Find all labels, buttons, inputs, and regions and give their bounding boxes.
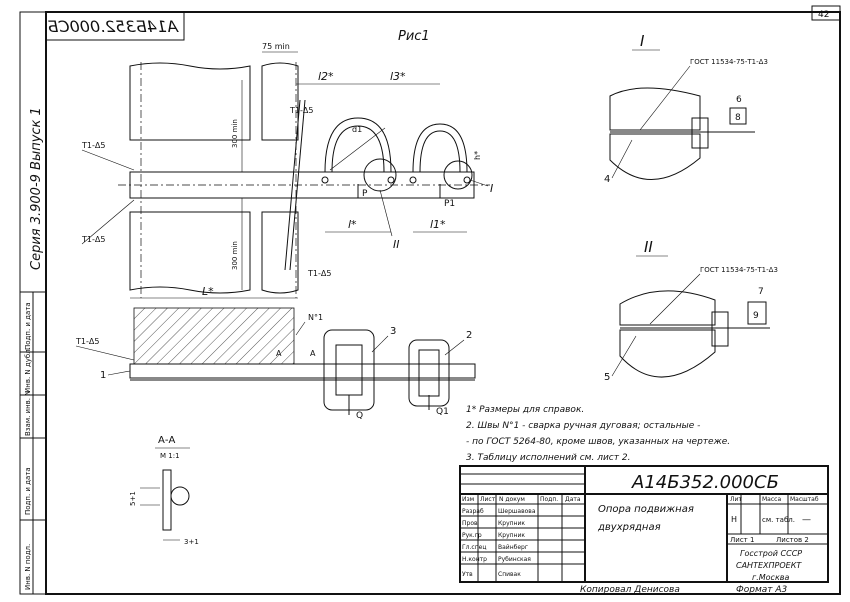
dim-75min: 75 min (262, 42, 290, 51)
dim-d1: d1 (352, 125, 362, 134)
hdr-massa: Масса (762, 496, 781, 503)
strip-label-4: Подп. и дата (24, 467, 32, 515)
mirrored-code-stamp: А14Б352.000СБ (45, 11, 185, 41)
col-podp: Подп. (540, 496, 558, 503)
callout-5: 5 (604, 372, 610, 383)
weld-label-bottom-center: Т1-Δ5 (307, 269, 331, 278)
role-0: Разраб (462, 508, 484, 515)
detail-I-title: I (640, 32, 645, 50)
role-5: Утв (462, 571, 473, 578)
callout-2: 2 (466, 330, 472, 341)
name-0: Шершавова (498, 508, 536, 515)
name-3: Вайнберг (498, 544, 528, 551)
callout-3: 3 (390, 326, 396, 337)
dim-l: l* (348, 218, 357, 231)
sheet-number: 42 (818, 10, 829, 20)
role-4: Н.контр (462, 556, 487, 563)
weld-label-top-center: Т1-Δ5 (289, 106, 313, 115)
mirrored-code-text: А14Б352.000СБ (47, 17, 179, 36)
note-1: 1* Размеры для справок. (466, 405, 584, 415)
name-5: Спивак (498, 571, 521, 578)
sheet-frame: 42 (19, 5, 841, 595)
strip-label-3: Взам. инв. N (24, 391, 32, 436)
notes-block: 1* Размеры для справок. 2. Швы N°1 - сва… (466, 405, 730, 463)
role-1: Пров (462, 520, 478, 527)
dim-300-top: 300 min (231, 119, 239, 148)
sheets-label: Листов 2 (776, 536, 809, 544)
callout-7: 7 (758, 287, 764, 297)
masshtab-value: — (802, 515, 811, 525)
hdr-lit: Лит (730, 496, 742, 503)
copied-by: Копировал Денисова (580, 585, 680, 595)
callout-9: 9 (753, 311, 759, 321)
section-A-right: А (310, 349, 316, 358)
massa-value: см. табл. (762, 516, 795, 524)
section-title: А-А (158, 435, 175, 446)
series-vertical-text: Серия 3.900-9 Выпуск 1 (29, 107, 44, 270)
org-2: САНТЕХПРОЕКТ (736, 561, 802, 570)
weld-label-top-left: Т1-Δ5 (81, 141, 105, 150)
title-block: А14Б352.000СБ Изм Лист N докум Подп. Дат… (459, 465, 829, 595)
detail-I: I ГОСТ 11534-75-Т1-Δ3 6 8 4 (604, 32, 768, 185)
weld-label-mid-left: Т1-Δ5 (81, 235, 105, 244)
title-block-code: А14Б352.000СБ (631, 472, 779, 493)
role-2: Рук.гр (462, 532, 482, 539)
sheet-label: Лист 1 (730, 536, 754, 544)
strip-label-5: Инв. N подл. (24, 544, 32, 590)
col-ndokum: N докум (499, 496, 525, 503)
hdr-masshtab: Масштаб (790, 496, 819, 503)
section-scale: М 1:1 (160, 452, 180, 460)
product-name-2: двухрядная (597, 522, 661, 533)
dim-h: h* (473, 151, 482, 160)
label-P1: P1 (444, 199, 455, 209)
name-2: Крупник (498, 532, 525, 539)
callout-6: 6 (736, 95, 742, 105)
dim-l3: l3* (390, 70, 406, 83)
figure-title: Рис1 (398, 29, 430, 44)
dim-3: 3+1 (184, 538, 199, 546)
strip-label-2: Инв. N дубл. (24, 347, 32, 393)
note-2: 2. Швы N°1 - сварка ручная дуговая; оста… (466, 421, 700, 431)
mark-II: II (393, 238, 400, 251)
callout-4: 4 (604, 174, 610, 185)
label-Q: Q (356, 411, 363, 421)
role-3: Гл.спец (462, 544, 486, 551)
product-name-1: Опора подвижная (598, 504, 694, 515)
weld-label-lower-left: Т1-Δ5 (75, 337, 99, 346)
left-inventory-strip: Подп. и дата Инв. N дубл. Взам. инв. N П… (20, 291, 46, 594)
callout-1: 1 (100, 370, 106, 381)
section-A-A: А-А М 1:1 5+1 3+1 (129, 435, 199, 546)
name-4: Рубинская (498, 556, 531, 563)
org-3: г.Москва (752, 573, 789, 582)
name-1: Крупник (498, 520, 525, 527)
note-3: - по ГОСТ 5264-80, кроме швов, указанных… (466, 437, 730, 447)
col-izm: Изм (462, 496, 474, 503)
dim-L: L* (202, 285, 214, 298)
org-1: Госстрой СССР (740, 549, 802, 558)
weld-no1-label: N°1 (308, 313, 323, 322)
gost-II: ГОСТ 11534-75-Т1-Δ3 (700, 266, 778, 274)
note-4: 3. Таблицу исполнений см. лист 2. (466, 453, 630, 463)
detail-II-title: II (644, 238, 653, 256)
label-Q1: Q1 (436, 407, 449, 417)
strip-label-1: Подп. и дата (24, 302, 32, 350)
side-view: L* Т1-Δ5 N°1 А А Q Q1 1 3 2 (75, 285, 476, 421)
callout-8: 8 (735, 113, 741, 123)
plan-view: 300 min 300 min 75 min l2* l3* d1 h* P P… (81, 42, 493, 298)
gost-I: ГОСТ 11534-75-Т1-Δ3 (690, 58, 768, 66)
dim-5: 5+1 (129, 491, 137, 506)
lit-value: Н (731, 515, 737, 524)
dim-l2: l2* (318, 70, 334, 83)
col-data: Дата (565, 496, 581, 503)
mark-I: I (490, 182, 493, 195)
dim-300-bottom: 300 min (231, 241, 239, 270)
section-A-left: А (276, 349, 282, 358)
dim-l1: l1* (430, 218, 446, 231)
detail-II: II ГОСТ 11534-75-Т1-Δ3 7 9 5 (604, 238, 778, 383)
col-list: Лист (480, 496, 496, 503)
format-label: Формат А3 (736, 585, 788, 595)
label-P: P (362, 189, 368, 199)
